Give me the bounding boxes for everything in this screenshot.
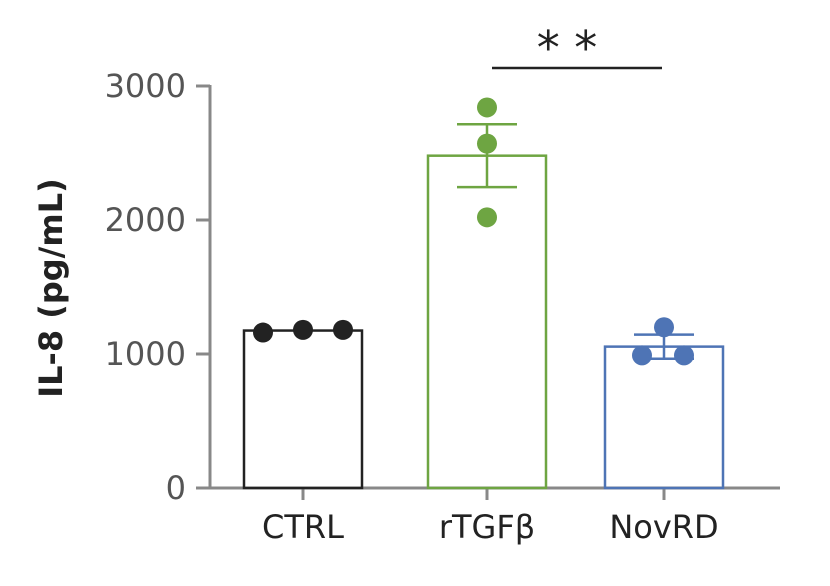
data-point — [333, 319, 353, 340]
bar-rTGFβ — [426, 154, 548, 490]
y-axis: 0 1000 2000 3000 — [105, 67, 212, 507]
data-point — [477, 133, 497, 154]
significance-label: * * — [537, 21, 598, 75]
data-point — [674, 345, 694, 366]
data-point — [654, 317, 674, 338]
data-point — [253, 322, 273, 343]
data-point — [477, 207, 497, 228]
y-tick-label: 0 — [166, 469, 186, 507]
bar-CTRL — [242, 329, 364, 490]
data-point — [477, 97, 497, 118]
bars — [242, 154, 725, 490]
data-point — [632, 345, 652, 366]
y-tick-label: 3000 — [105, 67, 186, 105]
data-points — [253, 97, 694, 366]
y-axis-title: IL-8 (pg/mL) — [32, 178, 70, 397]
x-category-label: rTGFβ — [439, 508, 535, 546]
y-tick-label: 2000 — [105, 201, 186, 239]
x-category-label: CTRL — [262, 508, 344, 546]
y-tick-label: 1000 — [105, 335, 186, 373]
bar-NovRD — [603, 345, 725, 490]
data-point — [293, 319, 313, 340]
x-category-label: NovRD — [609, 508, 718, 546]
x-axis: CTRL rTGFβ NovRD — [210, 486, 780, 546]
significance-annotation: * * — [492, 21, 662, 75]
